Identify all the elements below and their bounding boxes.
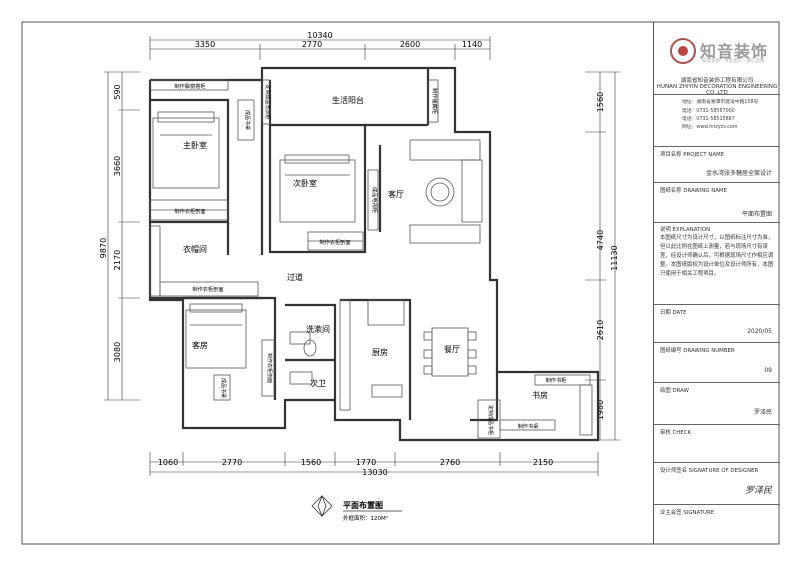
dim-left-1: 590 <box>113 84 122 99</box>
dim-left-total: 9870 <box>99 238 108 258</box>
room-master-bedroom: 主卧室 <box>183 140 207 150</box>
room-study: 书房 <box>532 390 548 400</box>
draw-value: 罗泽民 <box>753 409 772 416</box>
dims-bottom <box>149 452 599 476</box>
note-washer: 定制成品洗衣柜 <box>264 84 271 119</box>
room-balcony: 生活阳台 <box>332 95 364 105</box>
company-name: 湖南省知音装饰工程有限公司 <box>680 78 754 84</box>
room-second-bedroom: 次卧室 <box>293 178 317 188</box>
company-address: 地址：湖南省湘潭市建设中路158号 <box>682 100 759 105</box>
company-web: 网址：www.hnzyzs.com <box>682 125 738 130</box>
company-name-en: HUNAN ZHIYIN DECORATION ENGINEERING CO.,… <box>656 84 778 96</box>
furniture <box>149 79 593 439</box>
dim-top-4: 1140 <box>462 40 482 49</box>
brand-sub: 知音装饰 · 专业施工 · 放心品质 <box>702 59 765 64</box>
dim-bottom-2: 2770 <box>222 458 242 467</box>
drawing-name-value: 平面布置图 <box>741 211 772 218</box>
drawing-name-label: 图纸名称 DRAWING NAME <box>660 188 727 194</box>
dim-right-4: 1980 <box>596 400 605 420</box>
note-second-wardrobe: 制作衣柜剖面 <box>319 238 350 246</box>
north-mark-icon <box>311 494 333 518</box>
dim-top-total: 10340 <box>307 31 332 40</box>
dim-bottom-3: 1560 <box>301 458 321 467</box>
date-label: 日期 DATE <box>660 310 687 316</box>
note-guest-wardrobe: 制作衣柜剖面 <box>266 353 273 383</box>
designer-signature: 罗泽民 <box>744 486 772 496</box>
company-tel1: 电话：0731-58567000 <box>682 109 735 114</box>
designer-label: 设计师签名 SIGNATURE OF DESIGNER <box>660 468 759 474</box>
room-second-bath: 次卫 <box>310 378 326 388</box>
dim-bottom-4: 1770 <box>356 458 376 467</box>
owner-label: 业主会签 SIGNATURE <box>660 510 715 516</box>
dim-right-2: 4740 <box>596 230 605 250</box>
note-bay-cabinet: 制作飘窗搭柜 <box>174 82 205 90</box>
room-kitchen: 厨房 <box>372 347 388 357</box>
number-label: 图纸编号 DRAWING NUMBER <box>660 348 735 354</box>
note-tv-cabinet: 成品电视柜 <box>371 187 379 213</box>
dim-right-3: 2610 <box>596 320 605 340</box>
plan-area: 外框面积：120M² <box>343 514 388 522</box>
title-panel: 知音装饰 知音装饰 · 专业施工 · 放心品质 湖南省知音装饰工程有限公司 HU… <box>653 22 780 544</box>
dim-left-2: 3660 <box>113 156 122 176</box>
room-dining: 餐厅 <box>444 345 460 354</box>
room-washroom: 洗漱间 <box>306 324 330 334</box>
room-guest: 客房 <box>192 340 208 350</box>
room-living: 客厅 <box>388 189 404 199</box>
sheet-border <box>21 21 780 545</box>
note-desk: 制作书桌 <box>518 422 539 430</box>
date-value: 2020/05 <box>747 328 772 335</box>
explain-label: 说明 EXPLANATION <box>660 227 711 233</box>
check-label: 审核 CHECK <box>660 430 692 436</box>
note-bookcase: 制作书柜 <box>546 376 567 384</box>
note-master-wardrobe: 制作衣柜剖面 <box>174 207 205 215</box>
dim-left-3: 2170 <box>113 250 122 270</box>
note-master-desk: 成品书桌 <box>244 110 251 130</box>
plan-title: 平面布置图 <box>343 500 383 510</box>
walls <box>148 66 600 442</box>
dim-right-total: 11130 <box>610 245 619 270</box>
dim-bottom-6: 2150 <box>533 458 553 467</box>
note-study-cabinet: 定制成品书柜 <box>487 405 494 435</box>
draw-label: 绘图 DRAW <box>660 388 689 394</box>
company-tel2: 电话：0731-58515887 <box>682 117 735 122</box>
dim-right-1: 1560 <box>596 92 605 112</box>
note-guest-desk: 成品书桌 <box>220 378 227 398</box>
dim-bottom-5: 2760 <box>440 458 460 467</box>
logo: 知音装饰 知音装饰 · 专业施工 · 放心品质 <box>662 36 772 72</box>
number-value: 09 <box>764 367 772 374</box>
dims-right <box>585 71 620 441</box>
note-cloak-wardrobe: 制作衣柜剖面 <box>192 285 223 293</box>
dim-top-1: 3350 <box>195 40 215 49</box>
dim-left-4: 3080 <box>113 342 122 362</box>
dims-top <box>149 36 491 60</box>
dims-left <box>104 71 140 401</box>
project-value: 金水湾张多糖居全案设计 <box>705 170 772 177</box>
dim-bottom-1: 1060 <box>158 458 178 467</box>
explain-text: 本图纸尺寸为设计尺寸，以图纸标注尺寸为准，但以此比例在图纸上测量，若与现场尺寸有… <box>660 235 774 277</box>
room-corridor: 过道 <box>287 272 303 282</box>
note-storage: 制作储藏柜 <box>431 88 439 114</box>
project-label: 项目名称 PROJECT NAME <box>660 152 725 158</box>
room-cloakroom: 衣帽间 <box>183 244 207 254</box>
brand-logo-icon <box>670 38 696 64</box>
dim-top-3: 2600 <box>400 40 420 49</box>
brand-name: 知音装饰 <box>700 42 769 61</box>
dim-top-2: 2770 <box>302 40 322 49</box>
dim-bottom-total: 13030 <box>362 468 387 477</box>
